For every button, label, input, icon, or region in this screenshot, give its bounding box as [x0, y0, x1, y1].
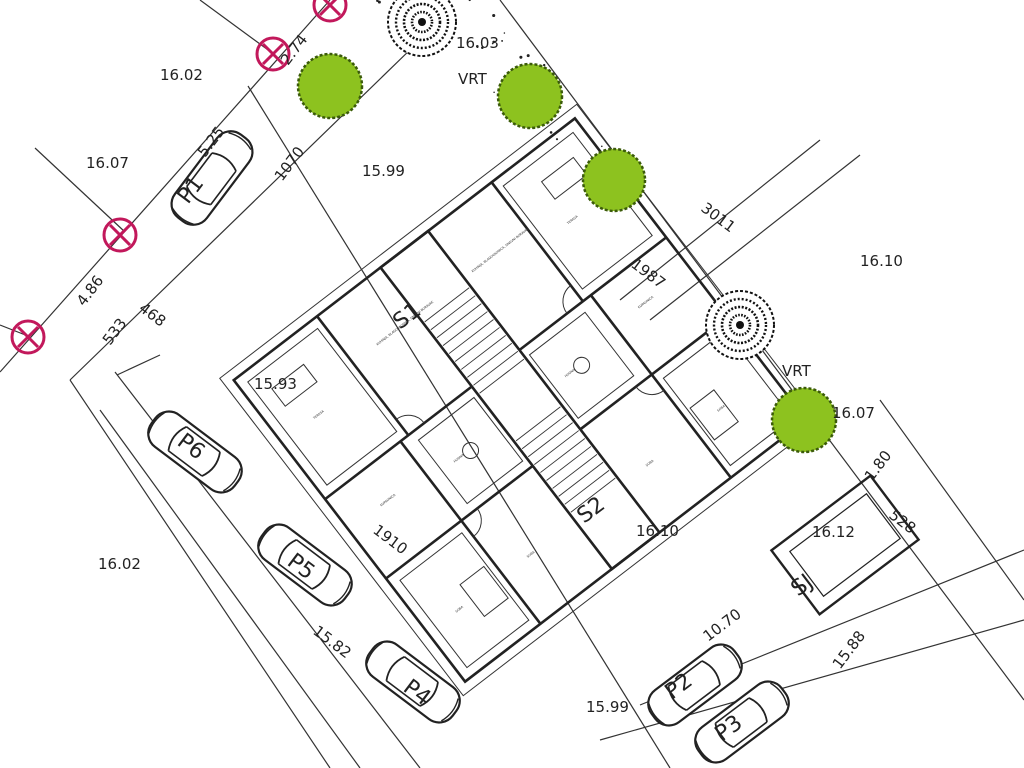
room-label-s1-terrace: TERASA	[312, 409, 326, 421]
tree-4	[770, 386, 838, 454]
stipple-dot	[501, 39, 504, 42]
stipple-dot	[491, 42, 494, 45]
dimension-label: 1987	[628, 255, 669, 292]
stipple-dot	[481, 46, 484, 49]
circled-x-icon	[312, 0, 348, 23]
room-label-s1-bath: KUPAONICA	[379, 492, 397, 507]
shrub-2	[704, 289, 776, 361]
stipple-dot	[503, 32, 506, 34]
tree-icon	[770, 386, 838, 454]
room-label-s2-hall: HODNIK	[564, 367, 577, 379]
garden-label: VRT	[458, 70, 488, 88]
dimension-label: 10.70	[700, 605, 745, 645]
stipple-dot	[519, 55, 523, 59]
room-label-s2-terrace: TERASA	[565, 214, 579, 226]
dimension-label: 1910	[370, 521, 411, 558]
level-label: 16.07	[832, 404, 875, 422]
stipple-dot	[555, 138, 559, 141]
shrub-icon	[386, 0, 458, 58]
room-label-s2-bath: KUPAONICA	[637, 295, 655, 310]
stipple-dot	[492, 13, 496, 18]
level-label: 16.12	[812, 523, 855, 541]
level-label: 16.07	[86, 154, 129, 172]
room-label-s2-room-b: SOBA	[645, 458, 655, 467]
stipple-dot	[492, 40, 496, 44]
tree-icon	[581, 147, 647, 213]
tree-3	[581, 147, 647, 213]
shrub-1	[386, 0, 458, 58]
level-label: 16.02	[98, 555, 141, 573]
dimension-label: 1070	[271, 143, 308, 184]
stipple-dot	[468, 0, 471, 2]
level-label: 15.99	[362, 162, 405, 180]
bin-storage-label: SJ	[787, 570, 818, 602]
room-label-s2-room-a: SOBA	[716, 404, 726, 413]
dimension-label: 533	[99, 315, 131, 349]
stipple-dot	[543, 63, 546, 67]
boundary-marker-4	[10, 319, 46, 355]
stipple-dot	[377, 0, 381, 4]
level-label: 15.82	[310, 622, 355, 662]
dimension-label: 4.86	[73, 272, 107, 310]
level-label: 16.02	[160, 66, 203, 84]
stipple-dot	[376, 0, 379, 2]
tree-2	[496, 62, 564, 130]
room-label-s2-living: KUHINJA, BLAGOVAONICA, DNEVNI BORAVAK	[471, 226, 530, 273]
stair-core	[424, 287, 616, 513]
stipple-dot	[493, 91, 495, 94]
circled-x-icon	[10, 319, 46, 355]
level-label: 15.93	[254, 375, 297, 393]
garden-label: VRT	[782, 362, 812, 380]
level-label: 16.10	[636, 522, 679, 540]
boundary-marker-3	[102, 217, 138, 253]
tree-icon	[496, 62, 564, 130]
level-label: 15.99	[586, 698, 629, 716]
tree-1	[296, 52, 364, 120]
dimension-label: 3011	[698, 199, 739, 236]
room-label-s1-room-a: SOBA	[455, 604, 465, 613]
bin-storage	[769, 474, 921, 616]
stipple-dot	[526, 54, 530, 58]
stipple-dot	[549, 131, 553, 134]
stipple-dot	[476, 45, 479, 48]
tree-icon	[296, 52, 364, 120]
level-label: 16.10	[860, 252, 903, 270]
level-label: 16.03	[456, 34, 499, 52]
shrub-icon	[704, 289, 776, 361]
stipple-dot	[601, 145, 603, 148]
circled-x-icon	[102, 217, 138, 253]
room-label-s1-room-b: SOBA	[526, 550, 536, 559]
dimension-label: 468	[136, 299, 170, 331]
boundary-marker-1	[312, 0, 348, 23]
room-label-s1-hall: HODNIK	[453, 452, 466, 464]
